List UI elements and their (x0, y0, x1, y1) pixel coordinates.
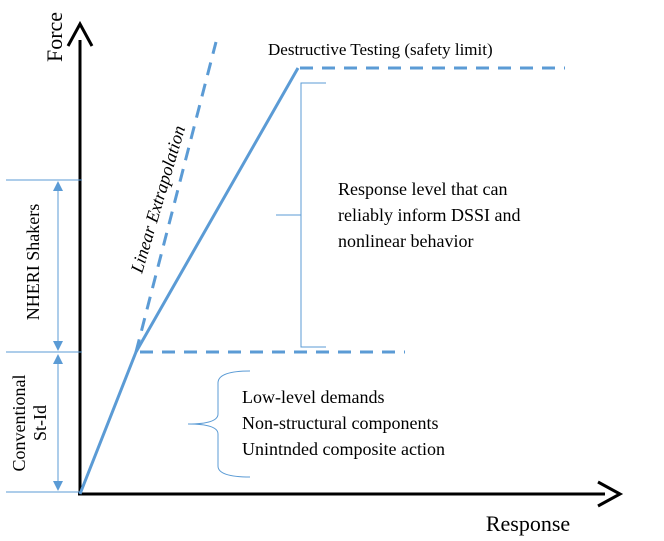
lower-region-brace (187, 370, 251, 478)
nheri-arrow-down-icon (53, 341, 63, 351)
lower-region-line2: Non-structural components (242, 413, 438, 433)
upper-region-line2: reliably inform DSSI and (338, 205, 520, 225)
upper-region-bracket (276, 82, 326, 348)
lower-region-line3: Unintnded composite action (242, 439, 445, 459)
linear-extrapolation-label: Linear Extrapolation (126, 123, 189, 276)
y-axis-arrowhead (66, 20, 94, 47)
linear-extrapolation-line (134, 41, 218, 353)
lower-region-line1: Low-level demands (242, 387, 384, 407)
x-axis-label: Response (486, 511, 570, 536)
upper-region-line3: nonlinear behavior (338, 231, 473, 251)
nheri-arrow-up-icon (53, 181, 63, 191)
upper-region-line1: Response level that can (338, 179, 507, 199)
conventional-arrow-down-icon (53, 481, 63, 491)
conventional-arrow-up-icon (53, 354, 63, 364)
x-axis-arrowhead (597, 480, 624, 508)
conventional-label-line1: Conventional (9, 375, 29, 472)
nheri-shakers-label: NHERI Shakers (23, 204, 43, 320)
destructive-testing-label: Destructive Testing (safety limit) (268, 40, 493, 59)
conventional-label-line2: St-Id (30, 405, 50, 441)
y-axis-label: Force (42, 12, 67, 62)
